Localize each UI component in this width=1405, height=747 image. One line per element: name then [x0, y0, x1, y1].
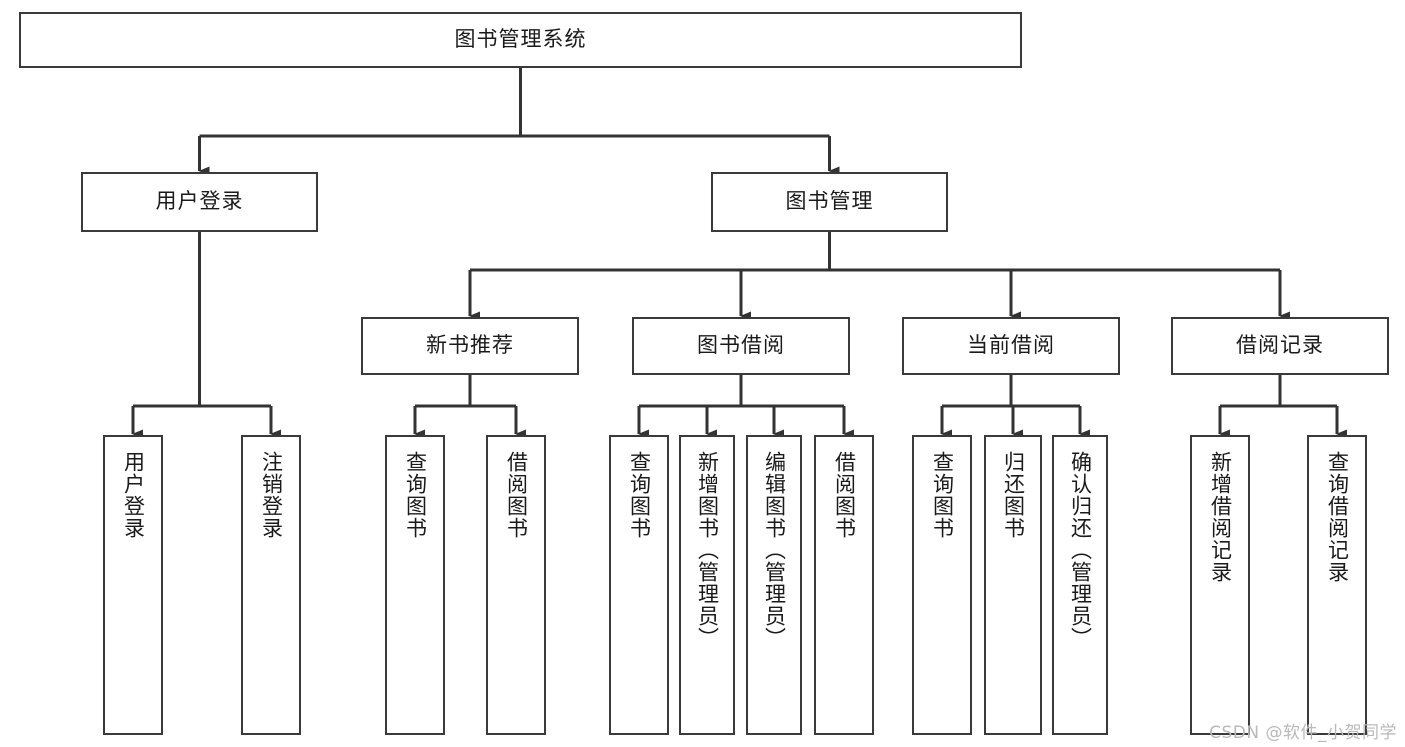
- node-label: 查询借阅记录: [1325, 451, 1350, 583]
- node-label: 借阅图书: [832, 451, 857, 539]
- node-leaf-12[interactable]: 新增借阅记录: [1190, 435, 1250, 735]
- node-label: 编辑图书（管理员）: [762, 451, 787, 649]
- node-label: 用户登录: [121, 451, 146, 539]
- node-login[interactable]: 用户登录: [81, 172, 318, 232]
- watermark-text: CSDN @软件_小贺同学: [1209, 723, 1397, 743]
- node-label: 图书管理: [785, 189, 874, 214]
- node-label: 查询图书: [627, 451, 652, 539]
- node-leaf-7[interactable]: 编辑图书（管理员）: [746, 435, 802, 735]
- node-leaf-8[interactable]: 借阅图书: [814, 435, 874, 735]
- node-label: 当前借阅: [967, 333, 1055, 358]
- node-label: 图书管理系统: [454, 27, 587, 52]
- node-label: 注销登录: [259, 451, 284, 539]
- node-leaf-9[interactable]: 查询图书: [912, 435, 972, 735]
- node-label: 新增借阅记录: [1208, 451, 1233, 583]
- node-leaf-11[interactable]: 确认归还（管理员）: [1052, 435, 1108, 735]
- connector-lines: [131, 68, 1347, 439]
- node-leaf-4[interactable]: 借阅图书: [486, 435, 546, 735]
- node-label: 新书推荐: [426, 333, 514, 358]
- node-label: 用户登录: [155, 189, 244, 214]
- node-label: 借阅图书: [504, 451, 529, 539]
- node-label: 新增图书（管理员）: [695, 451, 720, 649]
- node-leaf-5[interactable]: 查询图书: [609, 435, 669, 735]
- node-label: 借阅记录: [1236, 333, 1324, 358]
- node-leaf-13[interactable]: 查询借阅记录: [1307, 435, 1367, 735]
- node-leaf-6[interactable]: 新增图书（管理员）: [679, 435, 735, 735]
- node-leaf-2[interactable]: 注销登录: [241, 435, 301, 735]
- node-root[interactable]: 图书管理系统: [19, 12, 1022, 68]
- node-newbook[interactable]: 新书推荐: [361, 317, 579, 375]
- node-records[interactable]: 借阅记录: [1171, 317, 1389, 375]
- node-label: 确认归还（管理员）: [1068, 451, 1093, 649]
- node-label: 查询图书: [930, 451, 955, 539]
- node-borrow[interactable]: 图书借阅: [632, 317, 850, 375]
- node-label: 图书借阅: [697, 333, 785, 358]
- node-label: 归还图书: [1001, 451, 1026, 539]
- node-leaf-3[interactable]: 查询图书: [385, 435, 445, 735]
- node-current[interactable]: 当前借阅: [902, 317, 1120, 375]
- node-leaf-1[interactable]: 用户登录: [103, 435, 163, 735]
- node-leaf-10[interactable]: 归还图书: [984, 435, 1042, 735]
- node-bookmgmt[interactable]: 图书管理: [711, 172, 948, 232]
- node-label: 查询图书: [403, 451, 428, 539]
